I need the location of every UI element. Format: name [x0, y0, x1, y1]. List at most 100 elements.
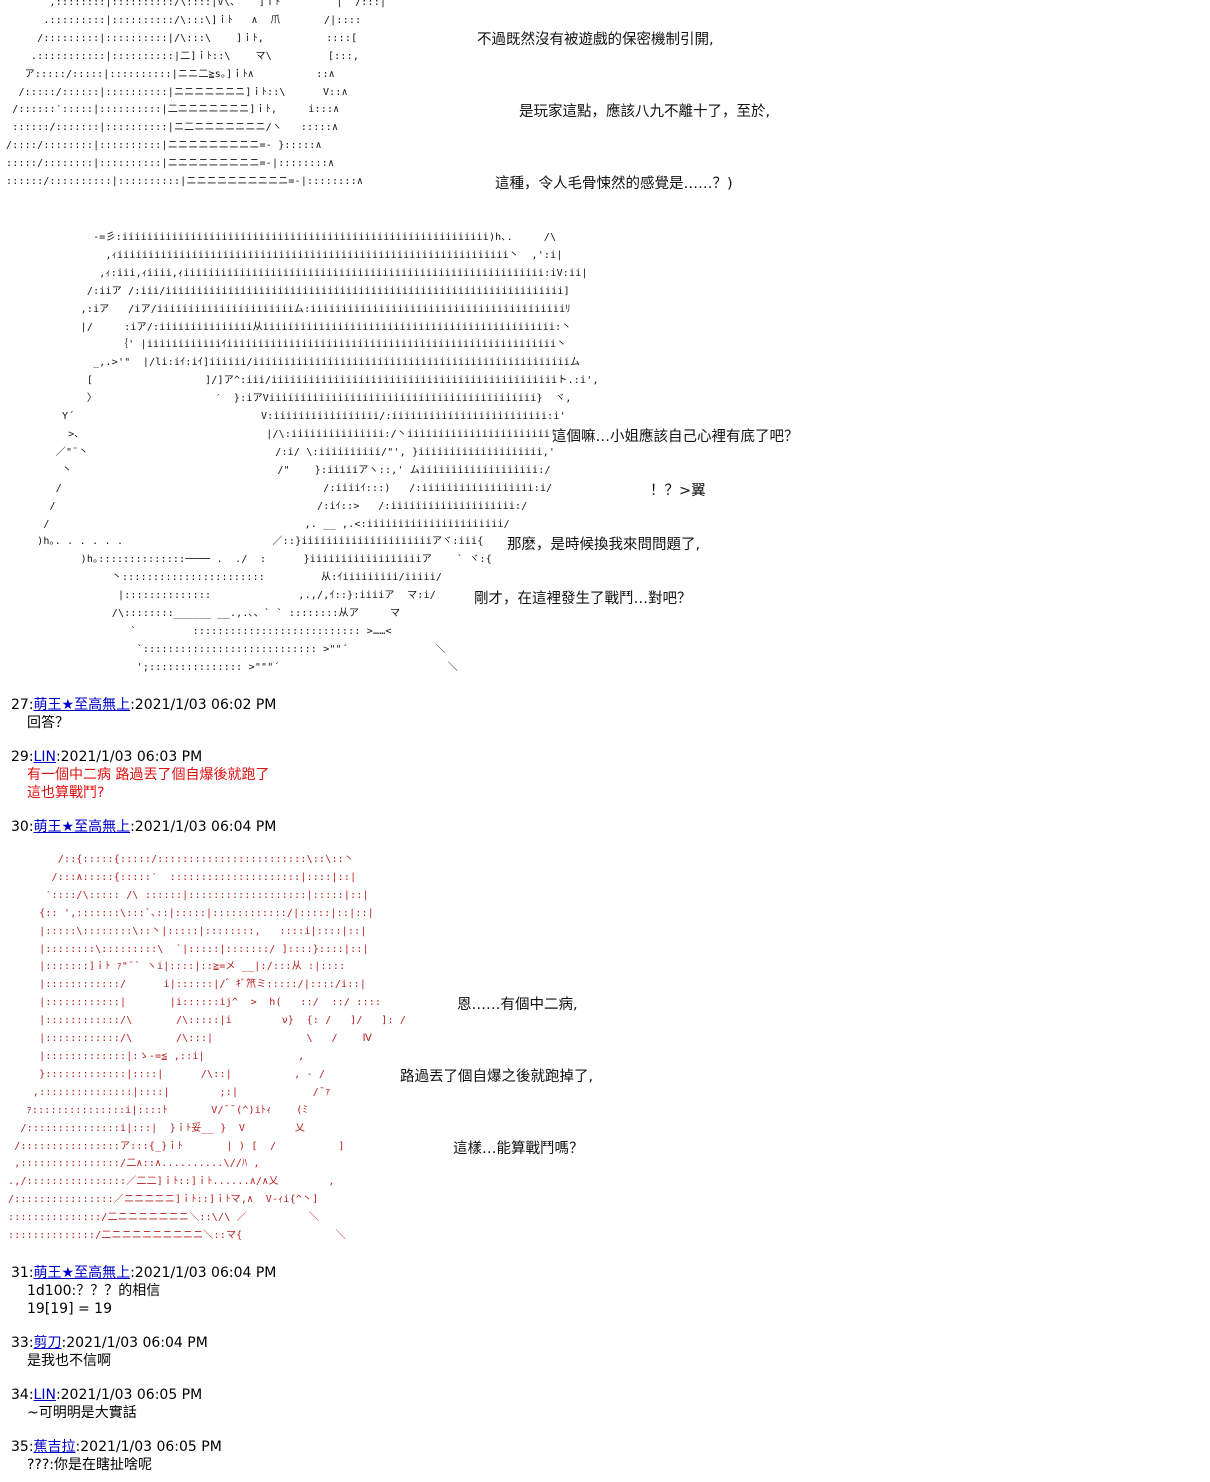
ascii-art-line: :::::::::::::::/二ニニニニニニニ＼::\/\ ／ ＼	[8, 1212, 320, 1224]
ascii-art-line: /:iiア /:iii/iiiiiiiiiiiiiiiiiiiiiiiiiiii…	[6, 285, 570, 297]
post-text-line: 這也算戰鬥?	[27, 785, 105, 801]
post-body: 有一個中二病 路過丟了個自爆後就跑了 這也算戰鬥?	[11, 766, 269, 802]
dialogue-line-10: 這樣…能算戰鬥嗎？	[453, 1141, 584, 1157]
ascii-art-line: /:::::::::|::::::::::|/\:::\ ]ｉﾄ, ::::[	[6, 32, 358, 44]
post-author-link[interactable]: 蕉吉拉	[33, 1439, 76, 1455]
post-author-link[interactable]: 萌王★至高無上	[33, 819, 131, 835]
ascii-art-line: ,::::::::::::::::/二∧::∧..........\//ﾊ ,	[8, 1158, 260, 1170]
ascii-art-line: ::::::::::::::/二ニニニニニニニニニ＼::マ{ ＼	[8, 1230, 346, 1242]
post-date: :2021/1/03 06:02 PM	[130, 697, 277, 713]
post-date: :2021/1/03 06:04 PM	[61, 1335, 208, 1351]
ascii-art-line: |:::::::]ｉﾄ ｧ"¨` ヽi|::::|::≧=メ __|:/:::从…	[8, 961, 346, 973]
post-number: 33:	[11, 1335, 34, 1351]
post-author-link[interactable]: 萌王★至高無上	[33, 1265, 131, 1281]
post-body: ~可明明是大實話	[11, 1404, 202, 1422]
ascii-art-line: |/ :iア/:iiiiiiiiiiiiiii从iiiiiiiiiiiiiiii…	[6, 321, 572, 333]
ascii-art-line: ,:iア /iア/iiiiiiiiiiiiiiiiiiiiiiム:iiiiiii…	[6, 303, 571, 315]
ascii-art-line: {:: ',:::::::\:::`､::|:::::|::::::::::::…	[8, 907, 374, 919]
post-27: 27:萌王★至高無上:2021/1/03 06:02 PM 回答？	[11, 696, 276, 732]
dialogue-line-1: 不過既然沒有被遊戲的保密機制引開,	[477, 32, 714, 48]
ascii-art-line: |::::::::::::/\ /\:::| \ / Ⅳ	[8, 1033, 372, 1045]
ascii-art-line: |:::::::::::::: ,.,/,ｲ::}:iiiiア マ:i/	[6, 590, 436, 602]
post-header: 30:萌王★至高無上:2021/1/03 06:04 PM	[11, 818, 276, 836]
post-author-link[interactable]: 萌王★至高無上	[33, 697, 131, 713]
ascii-art-line: .:::::::::::|::::::::::|二]ｉﾄ::\ マ\ [:::,	[6, 50, 360, 62]
ascii-art-line: .,/::::::::::::::::／二二]ｉﾄ::]ｉﾄ......∧/∧乂…	[8, 1176, 335, 1188]
ascii-art-line: ` ::::::::::::::::::::::::::: >……<	[6, 625, 392, 637]
post-header: 35:蕉吉拉:2021/1/03 06:05 PM	[11, 1438, 222, 1456]
post-31: 31:萌王★至高無上:2021/1/03 06:04 PM 1d100:？？？的…	[11, 1264, 276, 1318]
post-number: 27:	[11, 697, 34, 713]
ascii-art-line: :::::/::::::::|::::::::::|ニニニニニニニニニ=-|::…	[6, 158, 335, 170]
post-header: 29:LIN:2021/1/03 06:03 PM	[11, 748, 269, 766]
ascii-art-line: ｧ:::::::::::::::i|::::ﾄ V/¯¯(^)iﾄｨ (ﾐ	[8, 1104, 308, 1116]
ascii-art-line: |:::::\::::::::\::丶|:::::|::::::::, ::::…	[8, 925, 367, 937]
ascii-art-line: / /:iiiiｲ:::) /:iiiiiiiiiiiiiiiiii:i/	[6, 482, 553, 494]
ascii-art-line: `:::::::::::::::::::::::::::: >""´ ＼	[6, 643, 446, 655]
post-text-line: 是我也不信啊	[27, 1353, 111, 1369]
post-author-link[interactable]: LIN	[33, 749, 56, 765]
post-29: 29:LIN:2021/1/03 06:03 PM 有一個中二病 路過丟了個自爆…	[11, 748, 269, 802]
post-number: 30:	[11, 819, 34, 835]
ascii-art-line: /::::::::::::::::／ニニニニニ]ｉﾄ::]ｉﾄマ,∧ V-ｨi{…	[8, 1194, 319, 1206]
ascii-art-line: /:::::::::::::::i|:::| }ｉﾄ妥__ } V 乂	[8, 1122, 306, 1134]
post-header: 34:LIN:2021/1/03 06:05 PM	[11, 1386, 202, 1404]
post-date: :2021/1/03 06:05 PM	[55, 1387, 203, 1403]
ascii-art-line: [ ]/]ア^:iii/iiiiiiiiiiiiiiiiiiiiiiiiiiii…	[6, 375, 599, 387]
dialogue-line-4: 這個嘛…小姐應該自己心裡有底了吧？	[552, 429, 799, 445]
post-number: 29:	[11, 749, 34, 765]
ascii-art-line: /::::::::::::::::ア:::{_}ｉﾄ | ) [ / ]	[8, 1140, 345, 1152]
post-33: 33:剪刀:2021/1/03 06:04 PM 是我也不信啊	[11, 1334, 208, 1370]
ascii-art-line: |::::::::::::| |i::::::ij^ > h( ::/ ::/ …	[8, 997, 382, 1009]
post-date: :2021/1/03 06:03 PM	[55, 749, 203, 765]
post-text-line: 1d100:？？？的相信	[27, 1283, 161, 1299]
ascii-art-line: /::{:::::{:::::/::::::::::::::::::::::::…	[8, 854, 355, 865]
post-text-line: ???:你是在瞎扯啥呢	[27, 1457, 153, 1473]
ascii-art-line: ';::::::::::::::: >"""´ ＼	[6, 661, 458, 673]
post-date: :2021/1/03 06:04 PM	[130, 819, 277, 835]
ascii-art-line: >､ |/\:iiiiiiiiiiiiiii:/丶iiiiiiiiiiiiiii…	[6, 428, 557, 440]
ascii-art-line: |::::::::::::/\ /\:::::|i ν} {: / ]/ ]: …	[8, 1015, 407, 1027]
post-author-link[interactable]: 剪刀	[33, 1335, 62, 1351]
dialogue-line-9: 路過丟了個自爆之後就跑掉了,	[400, 1069, 594, 1085]
post-header: 27:萌王★至高無上:2021/1/03 06:02 PM	[11, 696, 276, 714]
post-text-line: ~可明明是大實話	[27, 1405, 137, 1421]
dialogue-line-7: 剛才，在這裡發生了戰鬥…對吧？	[474, 591, 692, 607]
ascii-art-line: .:::::::::|::::::::::/\:::\]ｉﾄ ∧ 爪 /|:::…	[6, 14, 362, 26]
dialogue-line-5: ！？>翼	[650, 483, 706, 499]
ascii-art-line: |::::::::::::/ i|::::::|/゛ｷﾞ笊ミ:::::/|:::…	[8, 979, 367, 991]
ascii-art-line: |::::::::\:::::::::\ `|:::::|:::::::/ ]:…	[8, 943, 369, 955]
ascii-art-line: ｛' |iiiiiiiiiiiiｲiiiiiiiiiiiiiiiiiiiiiii…	[6, 339, 567, 351]
post-author-link[interactable]: LIN	[33, 1387, 56, 1403]
ascii-art-line: ,:::::::::::::::|::::| ;:| /¯ｧ	[8, 1086, 331, 1098]
post-body: ???:你是在瞎扯啥呢	[11, 1456, 222, 1474]
post-date: :2021/1/03 06:04 PM	[130, 1265, 277, 1281]
ascii-art-line: ::::::/:::::::|::::::::::|ニ二ニニニニニニニ/ヽ ::…	[6, 122, 339, 134]
post-number: 35:	[11, 1439, 34, 1455]
dialogue-line-8: 恩……有個中二病,	[457, 997, 578, 1013]
post-body: 回答？	[11, 714, 276, 732]
ascii-art-line: |:::::::::::::|:ゝ-=≦ ,::i| ,	[8, 1050, 305, 1062]
ascii-art-line: ,ｨ:iii,ｨiiii,ｨiiiiiiiiiiiiiiiiiiiiiiiiii…	[6, 267, 588, 279]
ascii-art-line: Y´ V:iiiiiiiiiiiiiiiii/:iiiiiiiiiiiiiiii…	[6, 411, 566, 423]
post-text-line: 19[19] = 19	[27, 1301, 112, 1317]
ascii-art-line: /:::::/::::::|::::::::::|ニニニニニニニ]ｉﾄ::\ V…	[6, 86, 348, 98]
post-date: :2021/1/03 06:05 PM	[75, 1439, 222, 1455]
post-header: 31:萌王★至高無上:2021/1/03 06:04 PM	[11, 1264, 276, 1282]
ascii-art-line: }:::::::::::::|::::| /\::| , - /	[8, 1068, 326, 1080]
ascii-art-line: -=彡:iiiiiiiiiiiiiiiiiiiiiiiiiiiiiiiiiiii…	[6, 232, 557, 243]
ascii-art-line: )h｡. . . . . . ／::}iiiiiiiiiiiiiiiiiiiii…	[6, 536, 484, 548]
post-text-line: 有一個中二病 路過丟了個自爆後就跑了	[27, 767, 270, 783]
post-text-line: 回答？	[27, 715, 69, 731]
ascii-art-line: ,ｨiiiiiiiiiiiiiiiiiiiiiiiiiiiiiiiiiiiiii…	[6, 249, 563, 261]
dialogue-line-6: 那麽，是時候換我來問問題了,	[507, 537, 701, 553]
post-number: 31:	[11, 1265, 34, 1281]
ascii-art-line: / /:iｲ::> /:iiiiiiiiiiiiiiiiiiii:/	[6, 500, 528, 512]
ascii-art-line: / ,. __ ,.<:iiiiiiiiiiiiiiiiiiiiii/	[6, 518, 510, 530]
post-34: 34:LIN:2021/1/03 06:05 PM ~可明明是大實話	[11, 1386, 202, 1422]
ascii-art-line: /:::∧:::::{:::::′ :::::::::::::::::::::|…	[8, 871, 357, 883]
ascii-art-frame-3: /::{:::::{:::::/::::::::::::::::::::::::…	[8, 851, 406, 1245]
post-number: 34:	[11, 1387, 34, 1403]
ascii-art-line: )h｡::::::::::::::──── . ./ : }iiiiiiiiii…	[6, 554, 492, 566]
ascii-art-line: /::::::′:::::|::::::::::|二ニニニニニニニ]ｉﾄ, i:…	[6, 104, 340, 116]
